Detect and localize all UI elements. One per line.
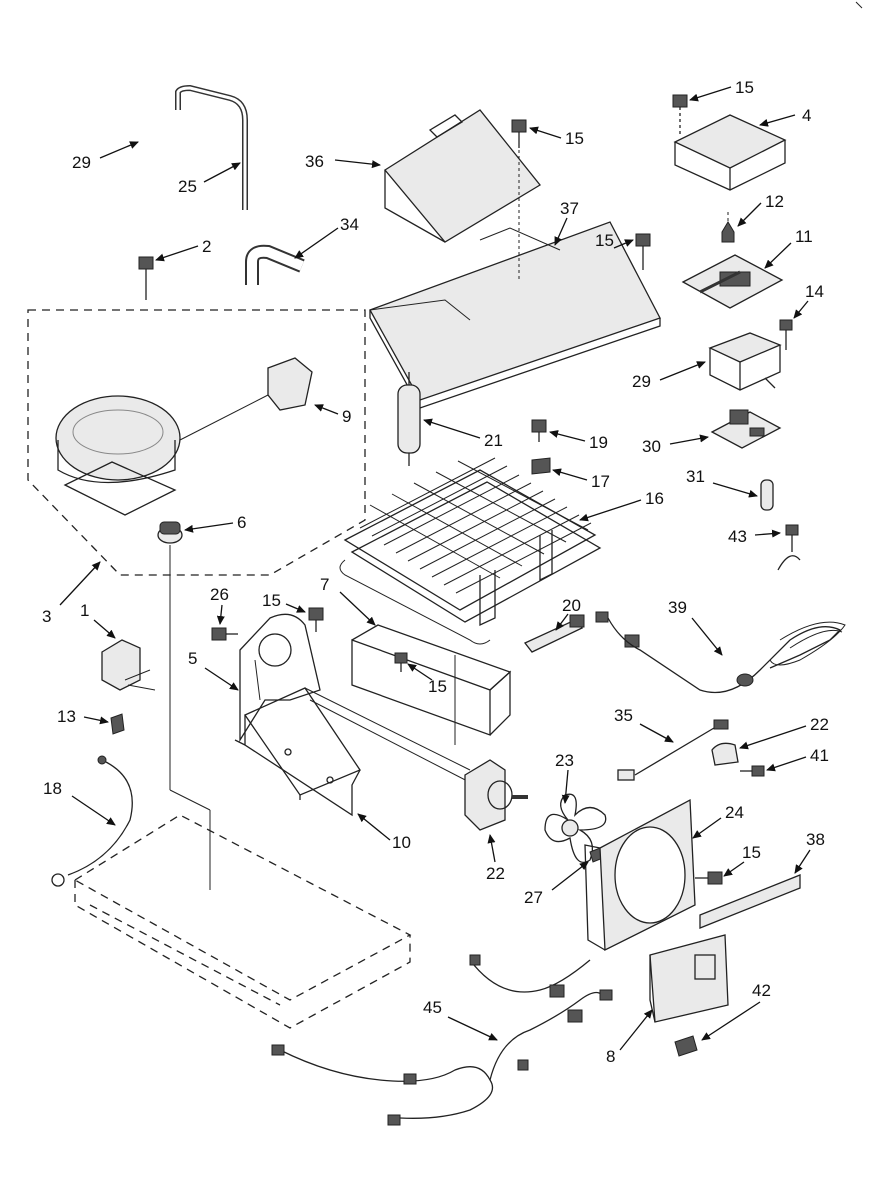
part-30-module <box>708 332 782 391</box>
callout-15c: 15 <box>595 231 614 250</box>
screw-15-mid <box>308 607 324 632</box>
part-25-fan-housing <box>584 798 696 952</box>
screw-15-cover <box>635 233 651 270</box>
corner-mark <box>855 1 863 9</box>
part-9-relay <box>179 357 313 441</box>
part-10-fan-shroud <box>234 687 361 817</box>
part-7-bracket <box>351 624 512 736</box>
callout-15f: 15 <box>742 843 761 862</box>
screw-2 <box>138 256 154 300</box>
part-23-fan-motor <box>464 759 528 831</box>
callout-7: 7 <box>320 575 329 594</box>
part-4-electronics-cover <box>673 114 787 191</box>
callout-9: 9 <box>342 407 351 426</box>
part-35-wire <box>617 719 729 781</box>
callout-23: 22 <box>486 864 505 883</box>
callout-15d: 15 <box>262 591 281 610</box>
callout-4: 4 <box>802 106 811 125</box>
callout-25: 24 <box>725 803 744 822</box>
part-45-main-harness <box>271 954 613 1126</box>
callout-29: 27 <box>524 888 543 907</box>
callout-10: 10 <box>392 833 411 852</box>
screw-43 <box>777 524 801 571</box>
part-16-evaporator <box>339 457 602 645</box>
callout-30: 29 <box>632 372 651 391</box>
part-39-wire-harness <box>595 611 846 694</box>
part-12-standoff <box>721 212 735 243</box>
part-6-grommet <box>157 521 183 544</box>
callout-16: 16 <box>645 489 664 508</box>
callout-39: 39 <box>668 598 687 617</box>
screw-19 <box>531 419 547 442</box>
callout-28: 29 <box>72 153 91 172</box>
callout-45: 45 <box>423 998 442 1017</box>
callout-6: 6 <box>237 513 246 532</box>
screw-15-cover-4 <box>672 94 688 135</box>
part-36-shroud <box>384 109 541 243</box>
callout-32: 31 <box>686 467 705 486</box>
part-8-bracket <box>649 934 729 1023</box>
screw-27 <box>211 627 238 641</box>
callout-15b: 15 <box>735 78 754 97</box>
callout-labels: 29 25 36 15 15 4 12 11 37 15 34 2 14 29 … <box>42 78 829 1066</box>
part-11-control-board <box>681 254 784 309</box>
callout-37: 37 <box>560 199 579 218</box>
callout-34: 34 <box>340 215 359 234</box>
part-20-heater <box>523 614 585 653</box>
screw-15-top <box>511 119 527 148</box>
callout-1: 1 <box>80 601 89 620</box>
callout-17: 17 <box>591 472 610 491</box>
part-18-ground-wire <box>51 755 133 887</box>
screw-14 <box>779 319 793 350</box>
part-22-clamp <box>711 742 739 766</box>
part-24-fan-blade <box>544 793 607 864</box>
callout-24: 23 <box>555 751 574 770</box>
callout-26: 25 <box>178 177 197 196</box>
callout-19: 19 <box>589 433 608 452</box>
part-37-cover-plate <box>369 221 661 409</box>
callout-11: 11 <box>795 227 813 246</box>
part-17-clip <box>531 457 551 475</box>
part-26-tube <box>175 84 248 210</box>
callout-42: 42 <box>752 981 771 1000</box>
callout-20: 20 <box>562 596 581 615</box>
part-42-switch <box>674 1035 698 1057</box>
callout-8: 8 <box>606 1047 615 1066</box>
callout-21: 21 <box>484 431 503 450</box>
callout-2: 2 <box>202 237 211 256</box>
callout-36: 36 <box>305 152 324 171</box>
part-28-tube <box>30 104 152 235</box>
callout-12: 12 <box>765 192 784 211</box>
callout-31: 30 <box>642 437 661 456</box>
callout-38: 38 <box>806 830 825 849</box>
callout-18: 18 <box>43 779 62 798</box>
screw-15-bracket <box>394 652 408 672</box>
callout-41: 41 <box>810 746 829 765</box>
part-38-strip <box>699 874 801 929</box>
callout-15e: 15 <box>428 677 447 696</box>
callout-22: 22 <box>810 715 829 734</box>
screw-15-housing <box>695 871 723 885</box>
callout-13: 13 <box>57 707 76 726</box>
part-21-drier <box>397 372 421 466</box>
part-13-clip <box>110 713 125 735</box>
part-3-compressor-outline <box>27 309 366 576</box>
callout-43: 43 <box>728 527 747 546</box>
callout-5: 5 <box>188 649 197 668</box>
compressor <box>55 395 181 516</box>
part-5-motor-bracket <box>239 613 321 743</box>
base-pan-outline <box>73 814 412 1029</box>
callout-3: 3 <box>42 607 51 626</box>
callout-15a: 15 <box>565 129 584 148</box>
part-32-tube <box>760 479 774 511</box>
screw-41 <box>740 765 765 777</box>
part-31-power-board <box>710 409 782 449</box>
callout-14: 14 <box>805 282 824 301</box>
callout-35: 35 <box>614 706 633 725</box>
part-1-transformer <box>101 639 156 691</box>
callout-27: 26 <box>210 585 229 604</box>
